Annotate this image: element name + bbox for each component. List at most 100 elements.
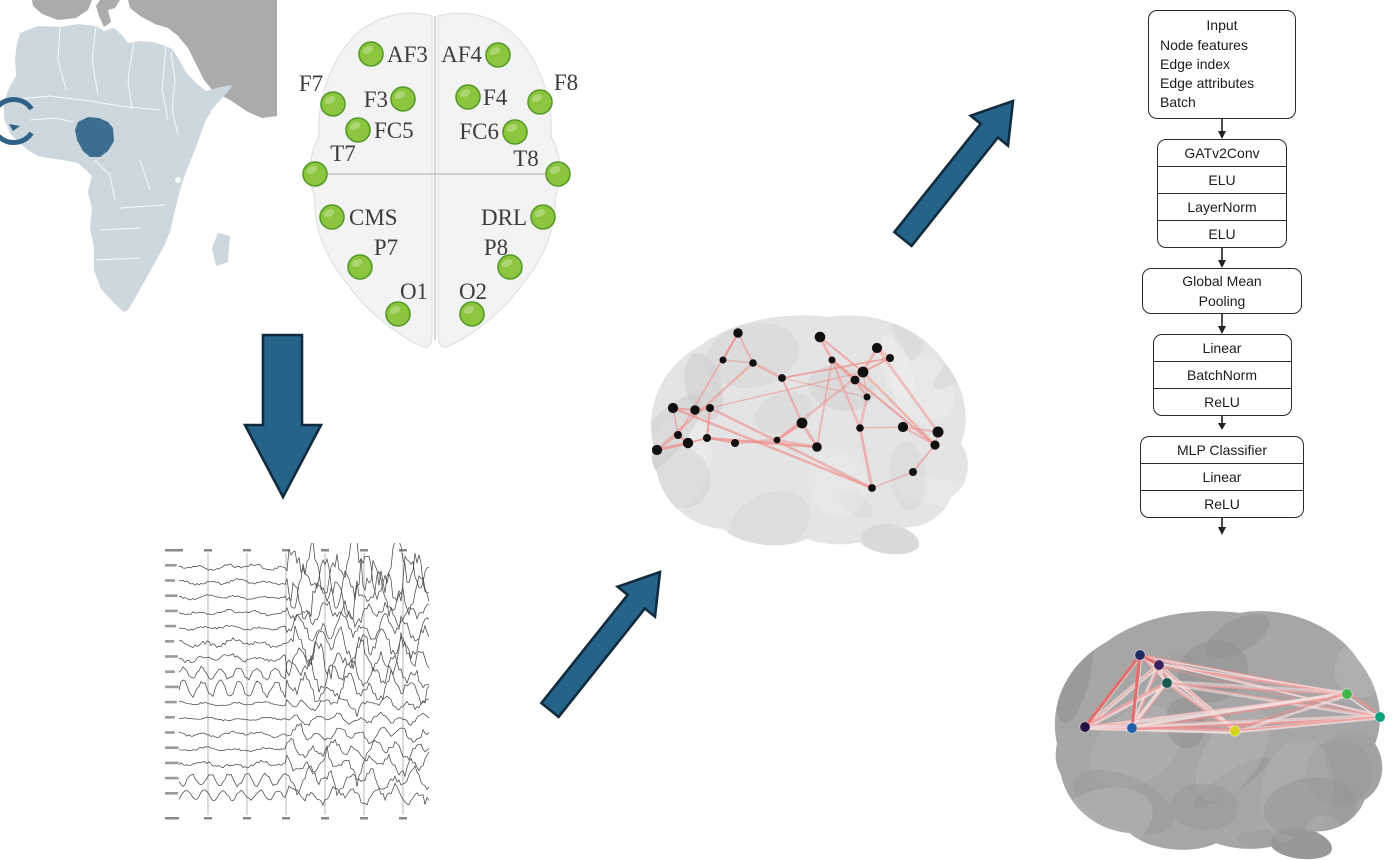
electrode-label-f7: F7 bbox=[299, 71, 323, 96]
gat-row: GATv2Conv bbox=[1184, 145, 1260, 161]
input-item: Node features bbox=[1160, 37, 1248, 53]
connectivity-edge bbox=[781, 377, 868, 398]
connectivity-edge bbox=[859, 426, 904, 429]
electrode-label-fc6: FC6 bbox=[459, 119, 499, 144]
electrode-dot-f4 bbox=[455, 84, 481, 110]
connectivity-node bbox=[731, 439, 739, 447]
connectivity-edge bbox=[781, 377, 803, 424]
connectivity-node bbox=[909, 468, 917, 476]
flowchart-input-box: Input Node features Edge index Edge attr… bbox=[1148, 10, 1296, 119]
eeg-trace-panel bbox=[165, 543, 430, 820]
connectivity-edge bbox=[871, 471, 914, 489]
eeg-channel-trace bbox=[178, 745, 430, 787]
community-node bbox=[1134, 649, 1146, 661]
brain-community-graph bbox=[1054, 611, 1386, 860]
electrode-label-f8: F8 bbox=[554, 70, 578, 95]
mlp-row: ReLU bbox=[1141, 490, 1303, 517]
connectivity-edge bbox=[781, 357, 891, 379]
eeg-channel-trace bbox=[178, 668, 430, 706]
community-node bbox=[1374, 711, 1386, 723]
electrode-dot-af4 bbox=[485, 42, 511, 68]
eeg-channel-trace bbox=[178, 711, 430, 726]
mlp-row: Linear bbox=[1141, 463, 1303, 490]
electrode-dot-fc6 bbox=[502, 119, 528, 145]
pool-line: Pooling bbox=[1198, 293, 1246, 309]
community-node bbox=[1341, 688, 1353, 700]
input-item: Edge index bbox=[1160, 56, 1231, 72]
electrode-label-o2: O2 bbox=[459, 279, 487, 304]
flow-down-arrow-icon bbox=[1218, 518, 1226, 535]
glass-brain-silhouette bbox=[651, 315, 968, 546]
connectivity-node bbox=[930, 440, 940, 450]
connectivity-node bbox=[703, 434, 711, 442]
eeg-channel-trace bbox=[178, 624, 430, 669]
gat-row: ELU bbox=[1158, 166, 1286, 193]
arrow-map-to-eeg bbox=[242, 333, 324, 500]
connectivity-edge bbox=[819, 336, 864, 373]
gat-row: LayerNorm bbox=[1158, 193, 1286, 220]
electrode-label-af3: AF3 bbox=[387, 42, 428, 67]
electrode-dot-t7 bbox=[302, 161, 328, 187]
flow-down-arrow-icon bbox=[1218, 248, 1226, 268]
electrode-label-fc5: FC5 bbox=[374, 118, 414, 143]
pool-line: Global Mean bbox=[1182, 273, 1262, 289]
connectivity-node bbox=[778, 374, 786, 382]
connectivity-edge bbox=[861, 370, 937, 447]
connectivity-node bbox=[690, 405, 700, 415]
connectivity-node bbox=[706, 404, 714, 412]
electrode-dot-f7 bbox=[320, 91, 346, 117]
electrode-label-t8: T8 bbox=[513, 146, 539, 171]
connectivity-node bbox=[749, 359, 757, 367]
electrode-dot-af3 bbox=[358, 41, 384, 67]
connectivity-edge bbox=[655, 441, 690, 452]
linear-row: BatchNorm bbox=[1153, 361, 1291, 388]
connectivity-edge bbox=[736, 331, 755, 365]
eeg-channel-trace bbox=[178, 600, 430, 629]
connectivity-node bbox=[857, 366, 869, 378]
community-node bbox=[1079, 721, 1091, 733]
connectivity-edge bbox=[858, 395, 869, 430]
connectivity-node bbox=[674, 431, 682, 439]
electrode-dot-f3 bbox=[390, 86, 416, 112]
connectivity-edge bbox=[722, 359, 754, 364]
connectivity-node bbox=[886, 354, 894, 362]
eeg-channel-trace bbox=[178, 782, 430, 807]
arrow-eeg-to-brain bbox=[539, 570, 662, 719]
electrode-label-o1: O1 bbox=[400, 279, 428, 304]
electrode-label-drl: DRL bbox=[481, 205, 527, 230]
connectivity-node bbox=[796, 417, 808, 429]
connectivity-node bbox=[850, 375, 860, 385]
electrode-dot-f8 bbox=[527, 89, 553, 115]
connectivity-edge bbox=[655, 361, 755, 452]
connectivity-node bbox=[812, 442, 822, 452]
eeg-channel-trace bbox=[178, 543, 429, 594]
connectivity-edge bbox=[830, 358, 862, 430]
connectivity-node bbox=[667, 402, 679, 414]
eeg-channel-trace bbox=[178, 738, 430, 762]
connectivity-node bbox=[773, 436, 781, 444]
eeg-channel-trace bbox=[178, 610, 430, 642]
eeg-channel-trace bbox=[178, 722, 430, 745]
connectivity-edge bbox=[677, 332, 739, 436]
mlp-row: MLP Classifier bbox=[1177, 442, 1267, 458]
electrode-dot-drl bbox=[530, 204, 556, 230]
connectivity-node bbox=[856, 424, 864, 432]
connectivity-node bbox=[814, 331, 826, 343]
electrode-dot-p7 bbox=[347, 254, 373, 280]
middle-east-landmass bbox=[128, 0, 277, 118]
community-node bbox=[1161, 677, 1173, 689]
connectivity-node bbox=[871, 342, 883, 354]
madagascar-landmass bbox=[212, 233, 230, 266]
connectivity-node bbox=[863, 393, 871, 401]
input-title: Input bbox=[1206, 17, 1238, 33]
flow-down-arrow-icon bbox=[1218, 119, 1226, 139]
linear-row: ReLU bbox=[1153, 388, 1291, 415]
map-tiny-marker bbox=[9, 124, 20, 131]
flowchart-gat-block: GATv2Conv ELU LayerNorm ELU bbox=[1157, 139, 1287, 248]
connectivity-edge bbox=[751, 361, 784, 380]
community-node bbox=[1153, 659, 1165, 671]
connectivity-node bbox=[733, 328, 743, 338]
cerebellum-lobe bbox=[1270, 826, 1332, 860]
